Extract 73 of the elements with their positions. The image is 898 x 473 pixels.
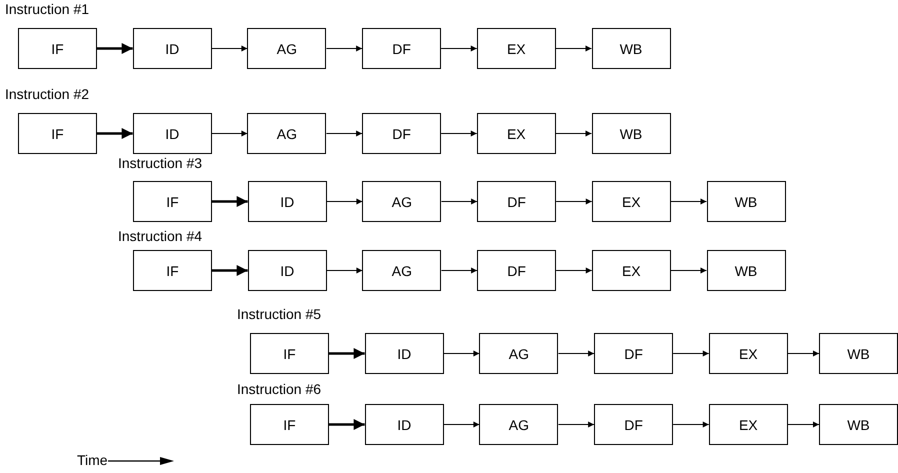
arrow xyxy=(440,46,478,52)
stage-box: DF xyxy=(477,250,556,291)
stage-box: AG xyxy=(247,28,326,69)
stage-box: AG xyxy=(479,404,558,445)
arrow xyxy=(670,268,707,274)
stage-box: IF xyxy=(18,28,97,69)
stage-box: WB xyxy=(592,113,670,154)
stage-box: ID xyxy=(364,333,444,374)
arrow xyxy=(555,46,592,52)
arrow xyxy=(211,130,248,136)
arrow xyxy=(555,130,592,136)
arrow xyxy=(440,198,478,204)
stage-box: WB xyxy=(819,404,898,445)
time-label: Time xyxy=(77,452,108,468)
stage-box: ID xyxy=(248,250,327,291)
arrow xyxy=(97,43,133,54)
arrow xyxy=(440,268,478,274)
stage-box: IF xyxy=(133,250,212,291)
stage-box: ID xyxy=(132,28,212,69)
arrow xyxy=(212,196,248,207)
arrow xyxy=(443,422,480,428)
instruction-label: Instruction #2 xyxy=(5,86,90,102)
arrow xyxy=(556,268,592,274)
arrow xyxy=(558,350,595,356)
arrow xyxy=(329,348,365,359)
stage-box: ID xyxy=(364,404,444,445)
stage-box: DF xyxy=(362,28,442,69)
stage-box: DF xyxy=(362,113,442,154)
arrow xyxy=(326,268,363,274)
stage-box: EX xyxy=(708,404,788,445)
instruction-label: Instruction #5 xyxy=(237,306,322,322)
arrow xyxy=(558,422,595,428)
stage-box: WB xyxy=(706,181,786,222)
stage-box: DF xyxy=(594,333,674,374)
stage-box: EX xyxy=(476,28,556,69)
stage-box: ID xyxy=(132,113,212,154)
arrow xyxy=(787,422,820,428)
stage-box: DF xyxy=(594,404,674,445)
stage-box: EX xyxy=(708,333,788,374)
stage-box: WB xyxy=(819,333,898,374)
stage-box: ID xyxy=(248,181,327,222)
arrow xyxy=(326,198,363,204)
stage-box: AG xyxy=(479,333,558,374)
arrow xyxy=(556,198,592,204)
arrow xyxy=(97,128,133,139)
stage-box: WB xyxy=(706,250,786,291)
stage-box: WB xyxy=(592,28,670,69)
arrow xyxy=(670,198,707,204)
stage-box: AG xyxy=(362,181,442,222)
arrow xyxy=(440,130,478,136)
instruction-label: Instruction #6 xyxy=(237,381,322,397)
stage-box: IF xyxy=(250,333,329,374)
arrow xyxy=(443,350,480,356)
stage-box: IF xyxy=(133,181,212,222)
stage-box: DF xyxy=(477,181,556,222)
stage-box: IF xyxy=(250,404,329,445)
arrow xyxy=(787,350,820,356)
arrow xyxy=(329,419,365,430)
arrow xyxy=(326,46,363,52)
instruction-label: Instruction #3 xyxy=(118,155,202,171)
instruction-label: Instruction #4 xyxy=(118,228,202,244)
stage-box: AG xyxy=(362,250,442,291)
stage-box: EX xyxy=(592,250,671,291)
stage-box: EX xyxy=(476,113,556,154)
arrow xyxy=(211,46,248,52)
stage-box: AG xyxy=(247,113,326,154)
stage-box: EX xyxy=(592,181,671,222)
instruction-label: Instruction #1 xyxy=(5,1,90,17)
arrow xyxy=(672,422,710,428)
arrow xyxy=(672,350,710,356)
arrow xyxy=(212,265,248,276)
stage-box: IF xyxy=(18,113,97,154)
arrow xyxy=(326,130,363,136)
